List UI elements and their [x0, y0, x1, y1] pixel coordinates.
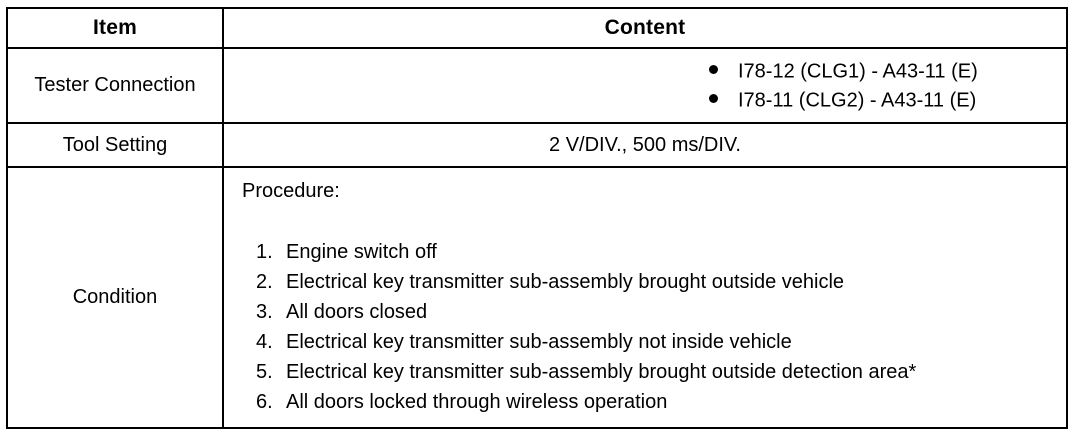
column-header-item: Item [6, 7, 224, 49]
step-number: 1. [256, 241, 273, 263]
list-item: 4. Electrical key transmitter sub-assembl… [242, 327, 1058, 357]
list-item: I78-12 (CLG1) - A43-11 (E) [224, 57, 1066, 86]
tool-setting-value: 2 V/DIV., 500 ms/DIV. [549, 133, 741, 156]
tester-connection-bullet-text: I78-11 (CLG2) - A43-11 (E) [738, 89, 977, 112]
row-content-cell-tool-setting: 2 V/DIV., 500 ms/DIV. [222, 122, 1068, 168]
row-content-cell-condition: Procedure: 1. Engine switch off 2. Electri… [222, 166, 1068, 429]
step-number: 4. [256, 331, 273, 353]
table-row-condition: Condition Procedure: 1. Engine switch off… [6, 166, 1068, 429]
row-label-cell-tester-connection: Tester Connection [6, 47, 224, 124]
step-number: 2. [256, 271, 273, 293]
row-label-condition: Condition [72, 286, 158, 308]
row-label-cell-tool-setting: Tool Setting [6, 122, 224, 168]
bullet-dot-icon [709, 93, 718, 103]
column-header-content-label: Content [604, 16, 686, 40]
step-text: Engine switch off [286, 241, 437, 263]
row-content-cell-tester-connection: I78-12 (CLG1) - A43-11 (E) I78-11 (CLG2)… [222, 47, 1068, 124]
procedure-heading: Procedure: [242, 180, 340, 202]
table-header-row: Item Content [6, 7, 1068, 49]
step-number: 3. [256, 301, 273, 323]
row-label-cell-condition: Condition [6, 166, 224, 429]
list-item: 5. Electrical key transmitter sub-assembl… [242, 357, 1058, 387]
list-item: 6. All doors locked through wireless oper… [242, 387, 1058, 417]
specification-table: Item Content Tester Connection I78-12 (C… [6, 7, 1068, 429]
column-header-content: Content [222, 7, 1068, 49]
step-number: 6. [256, 391, 273, 413]
bullet-dot-icon [709, 65, 718, 74]
step-text: Electrical key transmitter sub-assembly … [286, 331, 792, 353]
table-row-tool-setting: Tool Setting 2 V/DIV., 500 ms/DIV. [6, 122, 1068, 168]
list-item: 3. All doors closed [242, 297, 1058, 327]
step-text: All doors closed [286, 301, 428, 323]
step-number: 5. [256, 361, 273, 383]
condition-content: Procedure: 1. Engine switch off 2. Electri… [224, 168, 1066, 427]
column-header-item-label: Item [93, 16, 137, 40]
row-label-tool-setting: Tool Setting [62, 133, 168, 156]
table-row-tester-connection: Tester Connection I78-12 (CLG1) - A43-11… [6, 47, 1068, 124]
list-item: I78-11 (CLG2) - A43-11 (E) [224, 86, 1066, 115]
row-label-tester-connection: Tester Connection [34, 74, 196, 96]
tester-connection-bullet-list: I78-12 (CLG1) - A43-11 (E) I78-11 (CLG2)… [224, 57, 1066, 114]
tester-connection-bullet-text: I78-12 (CLG1) - A43-11 (E) [738, 60, 978, 83]
list-item: 1. Engine switch off [242, 237, 1058, 267]
step-text: Electrical key transmitter sub-assembly … [286, 361, 917, 383]
list-item: 2. Electrical key transmitter sub-assembl… [242, 267, 1058, 297]
step-text: All doors locked through wireless operat… [286, 391, 668, 413]
procedure-step-list: 1. Engine switch off 2. Electrical key tra… [242, 237, 1058, 417]
step-text: Electrical key transmitter sub-assembly … [286, 271, 845, 293]
